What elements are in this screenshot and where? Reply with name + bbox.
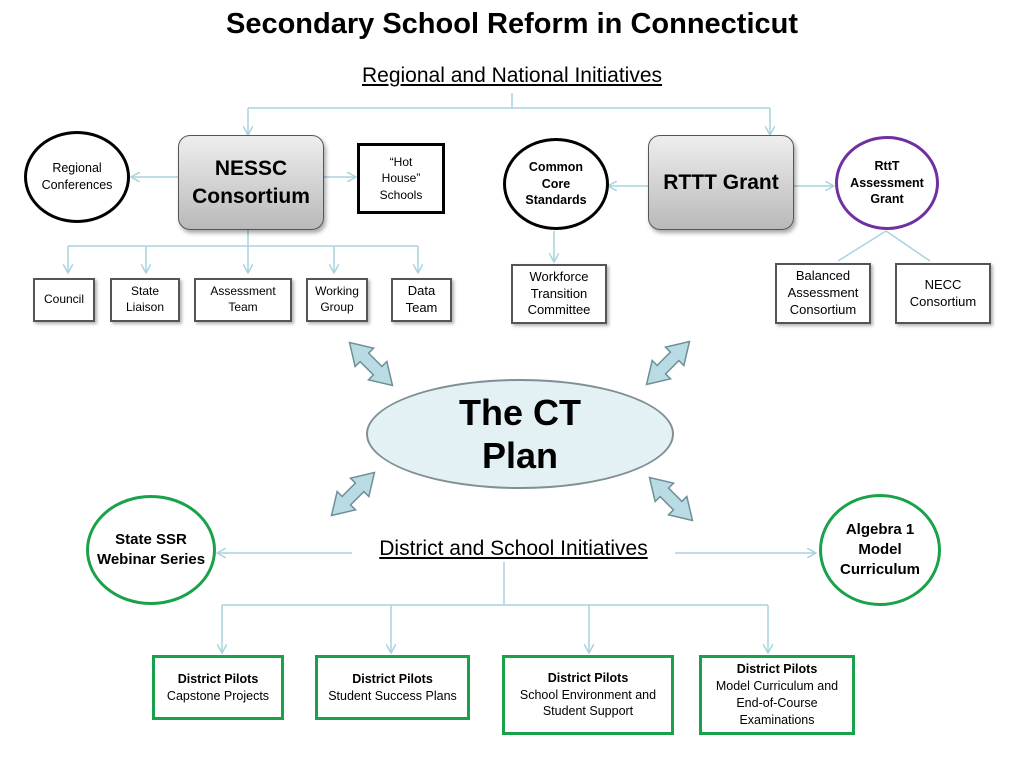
rttt-grant-box: RTTT Grant — [648, 135, 794, 230]
workforce-transition-committee-box: Workforce Transition Committee — [511, 264, 607, 324]
state-ssr-webinar-node: State SSR Webinar Series — [86, 495, 216, 605]
double-arrow — [348, 341, 394, 387]
connector-line — [837, 230, 887, 262]
ct-plan-ellipse: The CT Plan — [366, 379, 674, 489]
balanced-assessment-consortium-box: Balanced Assessment Consortium — [775, 263, 871, 324]
data-team-box: Data Team — [391, 278, 452, 322]
page-title: Secondary School Reform in Connecticut — [225, 8, 799, 40]
council-box: Council — [33, 278, 95, 322]
regional-initiatives-heading: Regional and National Initiatives — [361, 64, 663, 87]
nessc-consortium-box: NESSC Consortium — [178, 135, 324, 230]
double-arrow — [330, 471, 376, 517]
common-core-standards-node: Common Core Standards — [503, 138, 609, 230]
double-arrow — [648, 476, 694, 522]
state-liaison-box: State Liaison — [110, 278, 180, 322]
pilot-school-environment-box: District Pilots School Environment and S… — [502, 655, 674, 735]
algebra-model-curriculum-node: Algebra 1 Model Curriculum — [819, 494, 941, 606]
district-initiatives-heading: District and School Initiatives — [379, 537, 648, 560]
necc-consortium-box: NECC Consortium — [895, 263, 991, 324]
regional-conferences-node: Regional Conferences — [24, 131, 130, 223]
pilot-model-curriculum-box: District Pilots Model Curriculum and End… — [699, 655, 855, 735]
connector-line — [885, 230, 931, 262]
rttt-assessment-grant-node: RttT Assessment Grant — [835, 136, 939, 230]
working-group-box: Working Group — [306, 278, 368, 322]
assessment-team-box: Assessment Team — [194, 278, 292, 322]
pilot-student-success-plans-box: District Pilots Student Success Plans — [315, 655, 470, 720]
pilot-capstone-projects-box: District Pilots Capstone Projects — [152, 655, 284, 720]
hot-house-schools-box: “Hot House” Schools — [357, 143, 445, 214]
double-arrow — [645, 340, 691, 386]
